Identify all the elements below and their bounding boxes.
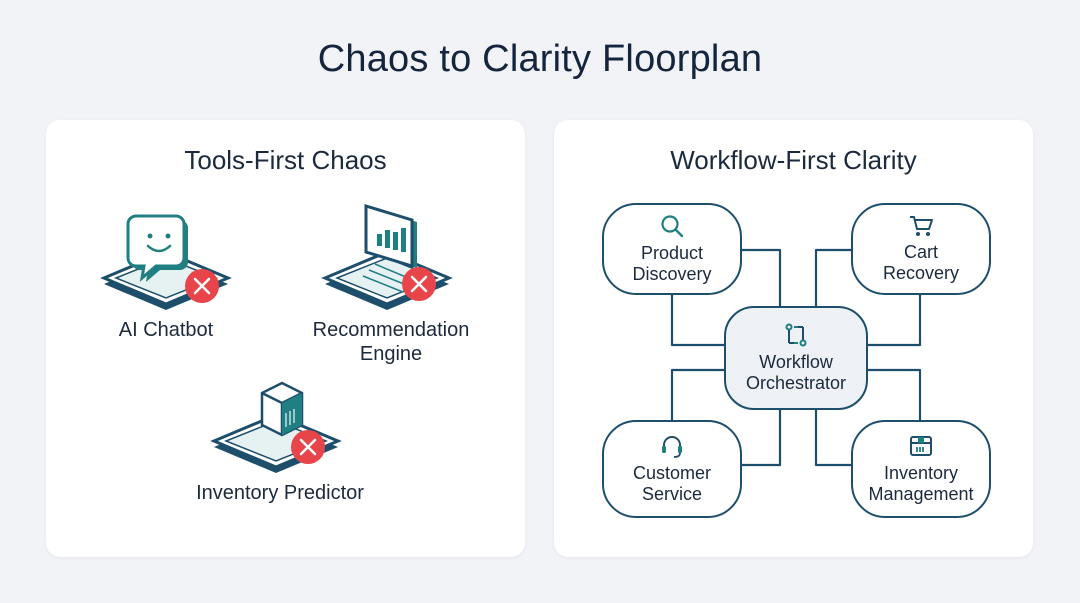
box-icon — [210, 381, 342, 473]
tool-label-recommendation-engine: Recommendation Engine — [312, 319, 470, 365]
search-icon — [661, 215, 684, 238]
tools-first-heading: Tools-First Chaos — [184, 145, 387, 175]
workflow-first-panel: Workflow-First Clarity Product Discovery — [554, 120, 1033, 557]
node-product-discovery: Product Discovery — [602, 203, 742, 295]
bar-chart-icon — [321, 203, 453, 310]
node-inventory-management: Inventory Management — [851, 420, 991, 518]
headset-icon — [662, 436, 682, 458]
chat-bubble-icon — [100, 214, 232, 310]
node-customer-service: Customer Service — [602, 420, 742, 518]
node-label-cart-recovery: Cart Recovery — [882, 242, 960, 283]
workflow-first-heading: Workflow-First Clarity — [670, 145, 917, 175]
node-label-workflow-orchestrator: Workflow Orchestrator — [745, 352, 847, 393]
node-label-product-discovery: Product Discovery — [632, 243, 712, 284]
tool-label-ai-chatbot: AI Chatbot — [118, 319, 214, 341]
page-title: Chaos to Clarity Floorplan — [317, 38, 763, 80]
node-label-inventory-management: Inventory Management — [868, 463, 974, 504]
tool-inventory-predictor: Inventory Predictor — [180, 375, 380, 505]
workflow-icon — [785, 323, 807, 347]
inventory-box-icon — [910, 436, 932, 456]
node-cart-recovery: Cart Recovery — [851, 203, 991, 295]
workflow-connectors — [670, 248, 922, 467]
node-label-customer-service: Customer Service — [632, 463, 712, 504]
tools-first-panel: Tools-First Chaos AI Chatbot — [46, 120, 525, 557]
tool-label-inventory-predictor: Inventory Predictor — [196, 482, 364, 504]
tool-recommendation-engine: Recommendation Engine — [291, 200, 491, 366]
cart-icon — [910, 216, 933, 236]
node-workflow-orchestrator: Workflow Orchestrator — [724, 306, 868, 410]
tool-ai-chatbot: AI Chatbot — [66, 200, 266, 342]
